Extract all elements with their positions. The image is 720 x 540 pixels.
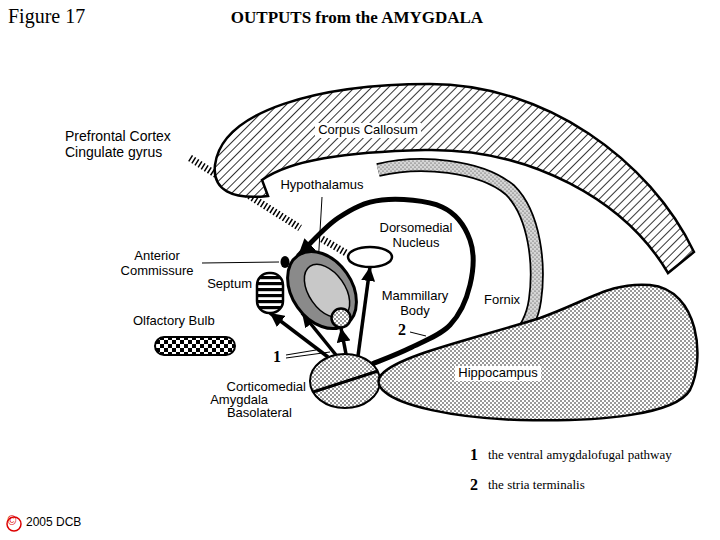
label-text: Septum [207, 277, 252, 292]
callout-number: 2 [470, 476, 478, 494]
figure-title: OUTPUTS from the AMYGDALA [231, 8, 483, 28]
nucleus-outline [310, 354, 380, 408]
nucleus-shape-art [255, 271, 285, 315]
nucleus-shape: CorticomedialAmygdalaBasolateral [308, 352, 382, 410]
region-shape: HypothalamusMammillary Body [286, 250, 358, 332]
label-text: Hippocampus [455, 366, 541, 381]
band-outline [215, 84, 694, 273]
leader-line [410, 332, 426, 336]
key-text: the ventral amygdalofugal pathway [488, 448, 672, 463]
nucleus-shape: Dorsomedial Nucleus [346, 245, 394, 269]
tract-fill [378, 165, 537, 345]
figure-number: Figure 17 [8, 5, 85, 28]
label-text: Hypothalamus [280, 178, 363, 193]
pathway-hatch [322, 239, 346, 253]
tract-edge [378, 165, 537, 345]
nucleus-shape-art [308, 352, 382, 410]
callout-number: 1 [273, 348, 281, 366]
nucleus-outline [257, 273, 283, 313]
nucleus-outline [332, 309, 351, 328]
pathway-arrow [341, 328, 346, 354]
label-text: Dorsomedial Nucleus [374, 221, 458, 251]
region-outline [379, 285, 698, 421]
bulb-shape: Olfactory Bulb [153, 335, 237, 357]
label-text: Fornix [484, 293, 520, 308]
label-text: Olfactory Bulb [133, 314, 215, 329]
part-label: Anterior Commissure [112, 249, 202, 279]
label-text: Basolateral [227, 406, 292, 421]
bulb-shape-art [153, 335, 237, 357]
nucleus-shape-art [346, 245, 394, 269]
callout-number: 2 [398, 321, 406, 339]
label-text: Mammillary Body [373, 289, 457, 319]
nucleus-shape: Mammillary Body [330, 307, 352, 329]
bulb-outline [155, 337, 235, 355]
callout-number: 1 [470, 446, 478, 464]
pathway-arrow [358, 267, 370, 356]
region-label: Prefrontal Cortex Cingulate gyrus [65, 128, 195, 160]
key-text: the stria terminalis [488, 478, 585, 493]
copyright-mark: © [8, 515, 17, 529]
leader-line [202, 262, 279, 263]
label-text: Corpus Callosum [315, 123, 421, 138]
nucleus-outline [348, 247, 392, 267]
nucleus-shape: Septum [255, 271, 285, 315]
copyright-text: 2005 DCB [26, 516, 81, 530]
nucleus-shape-art [330, 307, 352, 329]
division-line [313, 371, 378, 392]
